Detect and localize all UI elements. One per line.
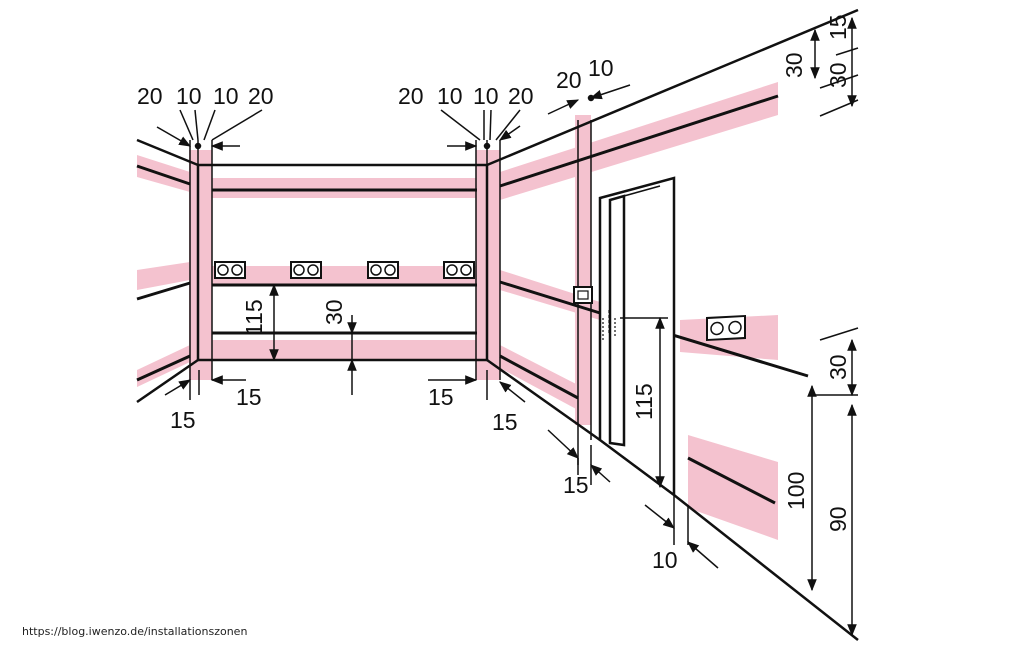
dim-right-wall-c: 30 [781, 52, 807, 78]
dim-floor-right-corner-back: 15 [428, 384, 454, 410]
zone-back-bottom [212, 340, 477, 360]
zone-back-mid [212, 266, 477, 286]
dim-right-top-c: 10 [473, 83, 499, 109]
dim-right-top-a: 20 [398, 83, 424, 109]
dim-left-top-d: 20 [248, 83, 274, 109]
dim-right-wall-e: 15 [825, 14, 851, 40]
zone-right-vertical-switch [575, 115, 591, 425]
dimension-labels: 20 10 10 20 20 10 10 20 20 10 30 30 15 1… [137, 14, 851, 573]
dim-left-top-c: 10 [213, 83, 239, 109]
zone-back-top [212, 178, 477, 198]
socket-icon [443, 261, 475, 279]
light-switch-icon [573, 286, 593, 304]
dim-floor-right-corner-side: 15 [492, 409, 518, 435]
door-opening [608, 194, 626, 447]
zone-right-mid [500, 270, 600, 320]
dim-floor-door-floor: 10 [652, 547, 678, 573]
dimension-lines [156, 16, 859, 637]
dim-back-height-outlet: 30 [321, 299, 347, 325]
dim-right-top-d: 20 [508, 83, 534, 109]
dim-right-zone-100: 100 [783, 472, 809, 510]
socket-icon [367, 261, 399, 279]
zone-left-bottom [137, 345, 190, 387]
dim-back-height-total: 115 [241, 299, 267, 336]
door-handle-icon [602, 310, 616, 340]
socket-icon [214, 261, 246, 279]
dim-right-outlet-zone: 30 [825, 354, 851, 380]
zone-left-mid [137, 262, 190, 290]
dim-right-wall-a: 20 [556, 67, 582, 93]
room-outline [136, 8, 859, 641]
socket-icon [290, 261, 322, 279]
dim-right-wall-b: 10 [588, 55, 614, 81]
zone-left-corner [189, 150, 212, 380]
source-url: https://blog.iwenzo.de/installationszone… [22, 625, 248, 638]
dim-left-top-b: 10 [176, 83, 202, 109]
door [598, 176, 676, 498]
cable-lines [136, 94, 809, 505]
dim-door-handle-height: 115 [631, 383, 657, 420]
dim-floor-left-wall: 15 [236, 384, 262, 410]
dim-floor-door-side: 15 [563, 472, 589, 498]
installation-zones [137, 82, 778, 540]
dim-floor-left-corner: 15 [170, 407, 196, 433]
dim-right-top-b: 10 [437, 83, 463, 109]
zone-right-lower [688, 435, 778, 540]
dim-right-zone-90: 90 [825, 506, 851, 532]
corner-lines [189, 120, 592, 465]
dim-right-wall-d: 30 [825, 62, 851, 88]
dim-left-top-a: 20 [137, 83, 163, 109]
socket-icon [706, 314, 746, 342]
sockets [214, 261, 746, 342]
